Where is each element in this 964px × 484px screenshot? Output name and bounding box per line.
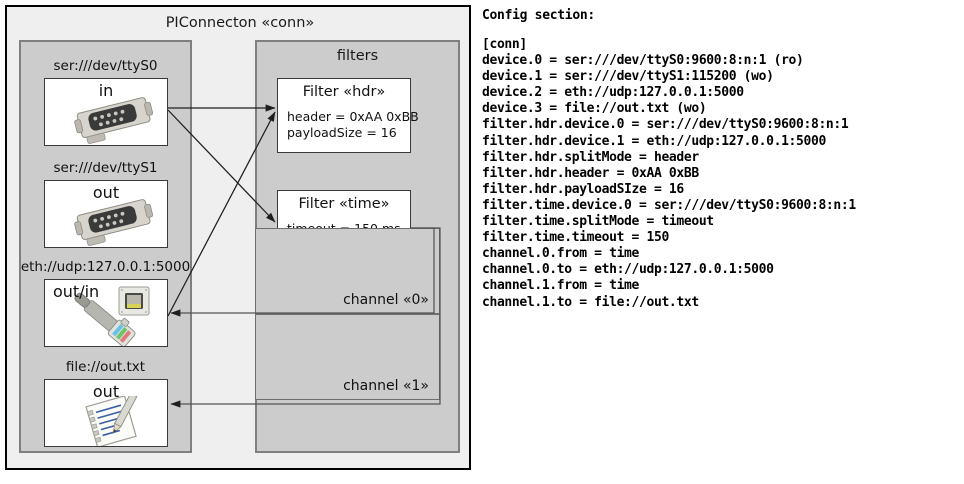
filter-box-hdr[interactable]: Filter «hdr» header = 0xAA 0xBB payloadS… [277, 78, 419, 153]
filter-hdr-prop-payload: payloadSize = 16 [287, 125, 397, 140]
config-section: Config section: [conn] device.0 = ser://… [482, 8, 960, 311]
component-title: PIConnecton «conn» [165, 15, 315, 31]
device-card-ttyS0[interactable]: in [44, 78, 168, 146]
device-label-ttyS0: ser:///dev/ttyS0 [53, 58, 158, 74]
device-label-ttyS1: ser:///dev/ttyS1 [53, 160, 158, 176]
config-heading: Config section: [482, 8, 595, 23]
device-label-eth: eth://udp:127.0.0.1:5000 [20, 259, 191, 275]
device-io-file: out [92, 382, 120, 401]
ethernet-socket-icon [74, 286, 150, 346]
serial-port-icon [74, 199, 154, 246]
device-card-eth[interactable]: out/in [44, 279, 168, 347]
device-label-file: file://out.txt [65, 359, 146, 375]
channel-0-label: channel «0» [343, 292, 429, 308]
device-io-ttyS1: out [92, 183, 120, 202]
device-io-ttyS0: in [98, 81, 114, 100]
device-card-file[interactable]: out [44, 379, 168, 447]
filter-hdr-title: Filter «hdr» [302, 84, 386, 100]
text-file-pencil-icon [85, 396, 138, 446]
channel-area-0: channel «0» [255, 228, 440, 314]
config-text: [conn] device.0 = ser:///dev/ttyS0:9600:… [482, 37, 856, 310]
device-io-eth: out/in [53, 282, 100, 301]
filter-hdr-prop-header: header = 0xAA 0xBB [287, 109, 419, 124]
serial-port-icon [74, 97, 154, 144]
filter-time-title: Filter «time» [298, 196, 390, 212]
filter-hdr-properties: header = 0xAA 0xBB payloadSize = 16 [287, 109, 419, 141]
filters-panel-title: filters [336, 48, 379, 64]
channel-area-1: channel «1» [255, 314, 440, 400]
channel-1-label: channel «1» [343, 378, 429, 394]
device-card-ttyS1[interactable]: out [44, 180, 168, 248]
